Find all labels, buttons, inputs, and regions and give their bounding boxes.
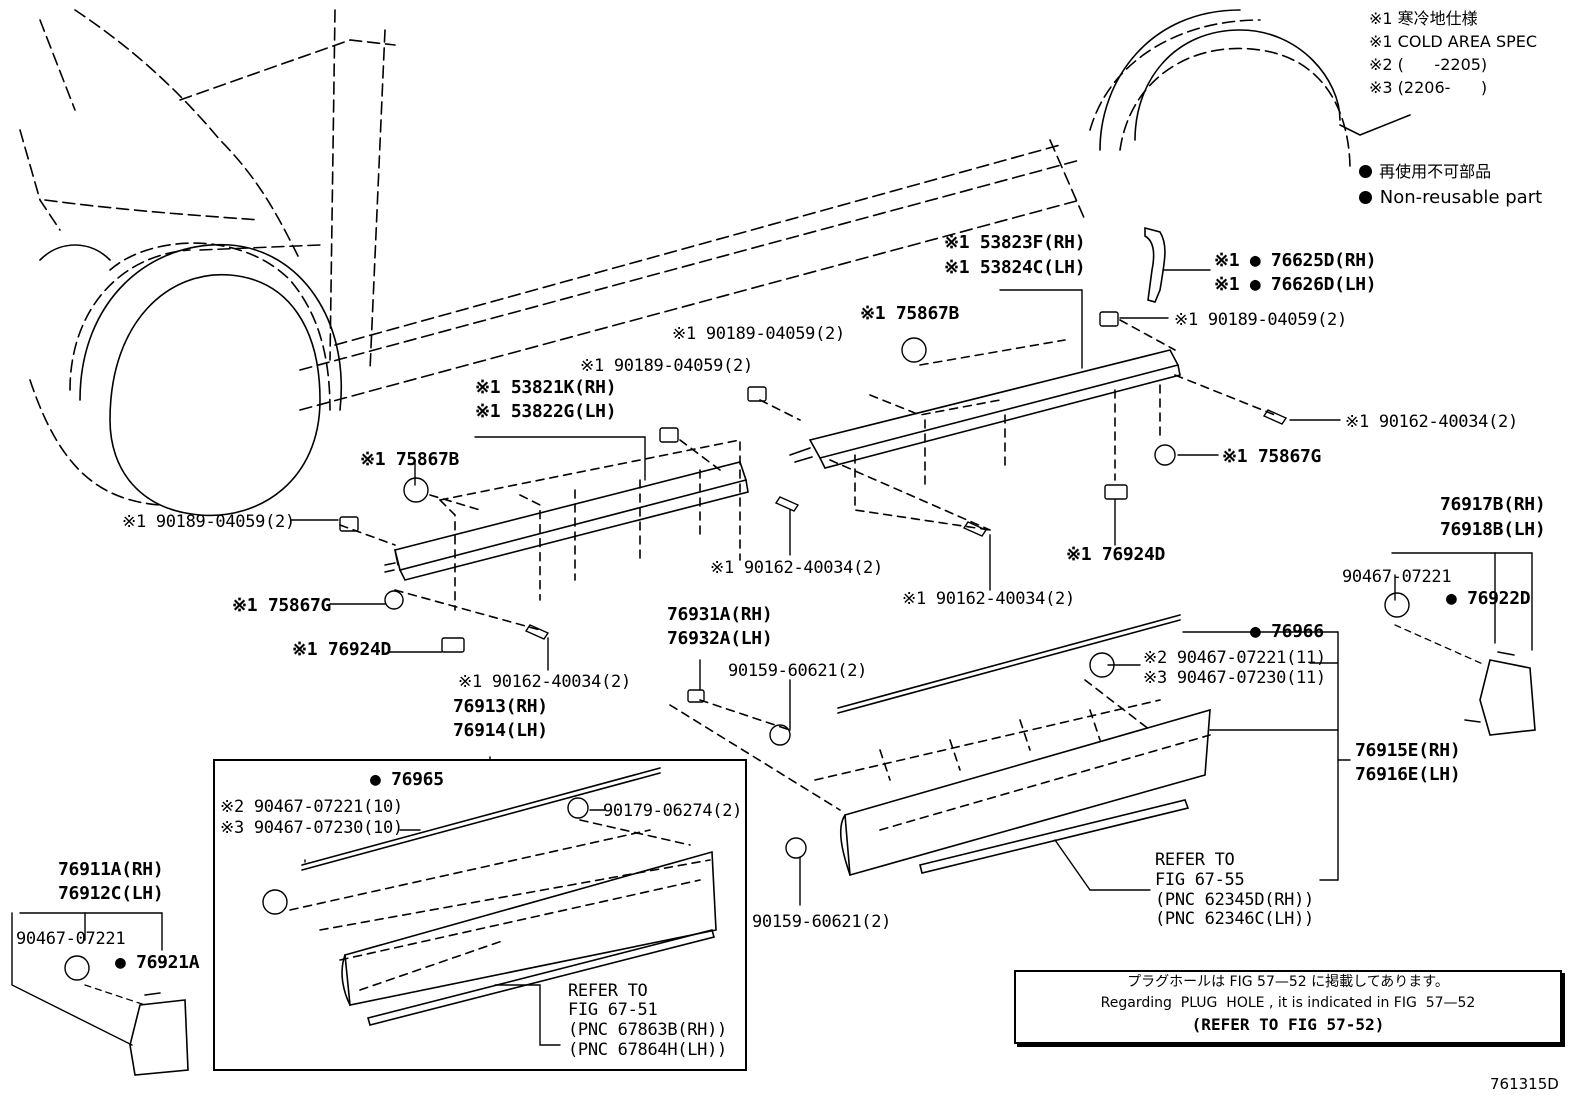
front-wheel-outline (39, 243, 342, 517)
part-label: ※1 75867G (1222, 446, 1322, 467)
part-label: ● 76922D (1446, 588, 1531, 609)
part-label: ※1 75867G (232, 595, 332, 616)
part-label: 90467-07221 (16, 929, 126, 949)
part-label: ● 76966 (1250, 621, 1324, 642)
part-label: 76911A(RH) (58, 859, 164, 880)
part-label: ※1 90189-04059(2) (580, 356, 753, 376)
rear-rocker-garnish (789, 349, 1181, 469)
legend-jp-text: 再使用不可部品 (1379, 162, 1492, 181)
part-label: REFER TO (1155, 850, 1235, 870)
part-label: FIG 67-55 (1155, 870, 1245, 890)
figure-id: 761315D (1490, 1075, 1559, 1093)
part-label: ※1 53824C(LH) (944, 257, 1086, 278)
part-label: ※1 90162-40034(2) (902, 589, 1075, 609)
part-label: 90179-06274(2) (603, 801, 743, 821)
bullet-icon (1359, 191, 1372, 204)
part-label: ● 76921A (115, 952, 200, 973)
note-cold-area-jp: ※1 寒冷地仕様 (1369, 9, 1478, 28)
fastener-icons (64, 311, 1410, 981)
part-label: (PNC 67863B(RH)) (568, 1020, 727, 1040)
plug-hole-jp: プラグホールは FIG 57—52 に掲載してあります。 (1127, 974, 1449, 990)
part-label: ※1 90162-40034(2) (710, 558, 883, 578)
part-label: ※1 90189-04059(2) (122, 512, 295, 532)
part-label: ※2 90467-07221(10) (220, 797, 403, 817)
part-label: ※1 76924D (292, 639, 392, 660)
part-label: 76912C(LH) (58, 883, 164, 904)
part-label: 90159-60621(2) (752, 912, 892, 932)
part-label: ※1 53822G(LH) (475, 401, 617, 422)
rear-door-lower-garnish (839, 708, 1211, 877)
part-label: 76913(RH) (453, 696, 548, 717)
note-2: ※2 ( -2205) (1369, 55, 1488, 74)
part-label: 76915E(RH) (1355, 740, 1461, 761)
part-label: 90467-07221 (1342, 567, 1452, 587)
rear-hose (1144, 226, 1166, 303)
front-rocker-garnish (384, 461, 749, 581)
vehicle-outline (19, 9, 1351, 506)
part-label: ● 76965 (370, 769, 444, 790)
front-garnish-group-box (213, 759, 747, 1071)
part-label: ※1 ● 76625D(RH) (1214, 250, 1377, 271)
rear-moulding (837, 614, 1181, 714)
part-label: 76917B(RH) (1440, 494, 1546, 515)
part-label: 76916E(LH) (1355, 764, 1461, 785)
plug-hole-note: プラグホールは FIG 57—52 に掲載してあります。 Regarding P… (1014, 970, 1562, 1044)
rear-mudguard (1464, 651, 1536, 736)
front-mudguard (129, 992, 189, 1076)
rear-garnish-dashes (669, 679, 1211, 831)
part-label: 76918B(LH) (1440, 519, 1546, 540)
front-door-lower-garnish (301, 767, 717, 1026)
part-label: REFER TO (568, 981, 648, 1001)
part-label: ※1 90189-04059(2) (1174, 310, 1347, 330)
assembly-lines (339, 319, 1276, 631)
legend-en-text: Non-reusable part (1379, 187, 1543, 208)
part-label: ※1 75867B (360, 449, 460, 470)
rear-wheel-outline (1099, 9, 1411, 151)
legend-non-reusable-jp: 再使用不可部品 (1359, 161, 1491, 183)
plug-hole-ref: (REFER TO FIG 57-52) (1191, 1015, 1385, 1034)
part-label: (PNC 62345D(RH)) (1155, 890, 1314, 910)
part-label: ※1 ● 76626D(LH) (1214, 274, 1377, 295)
part-label: 76931A(RH) (667, 604, 773, 625)
part-label: (PNC 67864H(LH)) (568, 1040, 727, 1060)
front-garnish-dashes (289, 819, 711, 991)
part-label: FIG 67-51 (568, 1000, 658, 1020)
part-label: ※2 90467-07221(11) (1143, 648, 1326, 668)
part-label: ※1 53823F(RH) (944, 232, 1086, 253)
part-label: ※3 90467-07230(11) (1143, 668, 1326, 688)
part-label: ※1 90189-04059(2) (672, 324, 845, 344)
part-label: ※1 75867B (860, 303, 960, 324)
part-label: 90159-60621(2) (728, 661, 868, 681)
part-label: ※1 90162-40034(2) (1345, 412, 1518, 432)
leader-lines (11, 269, 1533, 1046)
bullet-icon (1359, 165, 1372, 178)
leader-dashes (84, 624, 1486, 1006)
part-label: ※1 90162-40034(2) (458, 672, 631, 692)
note-cold-area-en: ※1 COLD AREA SPEC (1369, 32, 1538, 51)
part-label: ※1 76924D (1066, 544, 1166, 565)
legend-non-reusable-en: Non-reusable part (1359, 187, 1542, 209)
plug-hole-en: Regarding PLUG HOLE , it is indicated in… (1100, 995, 1476, 1011)
part-label: (PNC 62346C(LH)) (1155, 909, 1314, 929)
part-label: ※3 90467-07230(10) (220, 818, 403, 838)
part-label: 76914(LH) (453, 720, 548, 741)
part-label: ※1 53821K(RH) (475, 377, 617, 398)
note-3: ※3 (2206- ) (1369, 78, 1488, 97)
part-label: 76932A(LH) (667, 628, 773, 649)
